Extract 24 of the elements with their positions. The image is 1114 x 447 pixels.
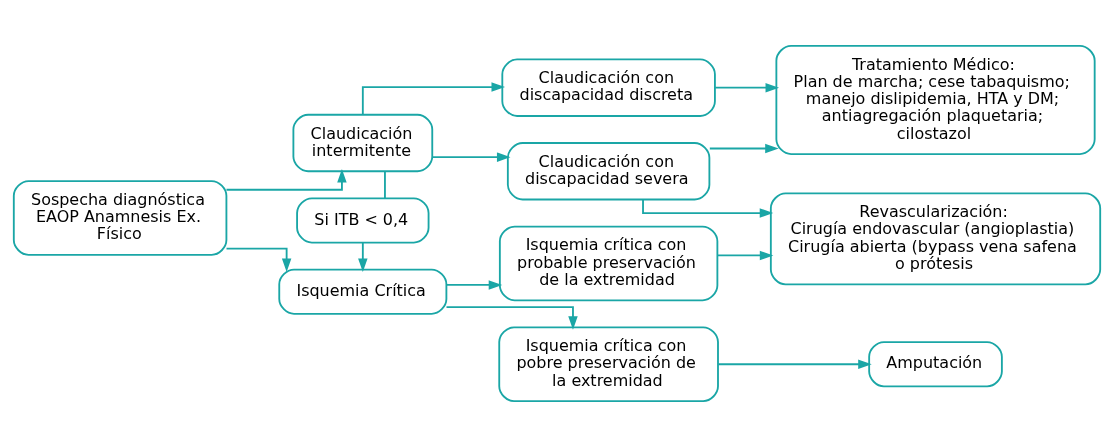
node-box: Isquemia crítica con pobre preservación de la extremidad (498, 326, 719, 402)
node-box: Si ITB < 0,4 (296, 197, 430, 244)
node-box: Claudicación intermitente (292, 113, 434, 173)
arrow (445, 306, 578, 330)
arrow (358, 241, 368, 273)
arrow (361, 82, 506, 116)
arrow (642, 198, 774, 218)
arrow (445, 280, 503, 290)
arrow (716, 250, 774, 261)
node-box: Amputación (868, 341, 1003, 388)
node-box: Tratamiento Médico: Plan de marcha; cese tabaquismo; manejo dislipidemia, HTA y DM; antiagregación plaquetaria; cilostazol (775, 45, 1096, 155)
arrow (714, 82, 780, 93)
arrow (717, 359, 872, 369)
arrow (225, 169, 347, 191)
node-box: Isquemia Crítica (278, 268, 448, 315)
arrow (431, 152, 511, 162)
arrow (708, 143, 779, 154)
node-box: Claudicación con discapacidad severa (506, 142, 711, 201)
node-box: Claudicación con discapacidad discreta (501, 58, 716, 117)
connector (384, 170, 386, 199)
node-box: Revascularización: Cirugía endovascular (angioplastia) Cirugía abierta (bypass vena safena o prótesis (769, 192, 1102, 286)
arrow (225, 247, 292, 272)
node-box: Isquemia crítica con probable preservación de la extremidad (498, 225, 719, 302)
node-box: Sospecha diagnóstica EAOP Anamnesis Ex. Físico (12, 180, 228, 256)
